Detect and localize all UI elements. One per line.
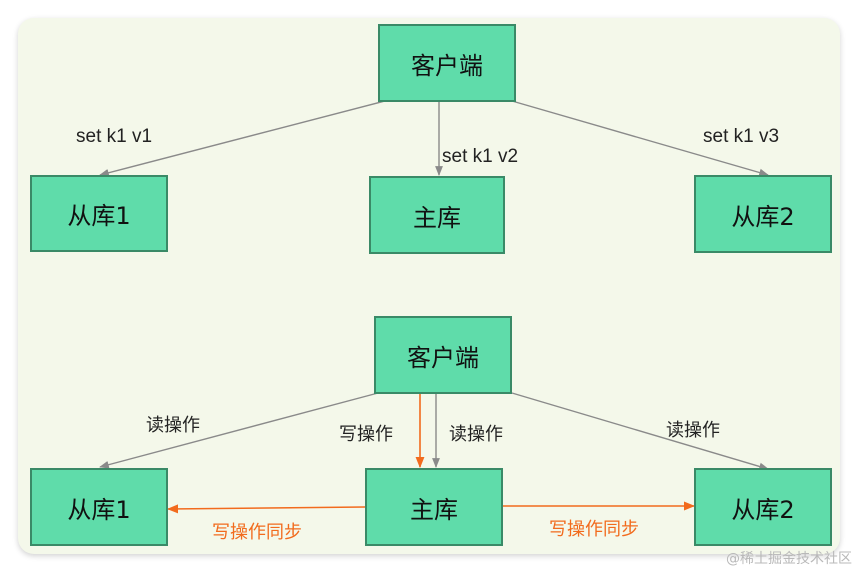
diagram-panel	[18, 18, 840, 554]
bottom-client-node: 客户端	[374, 316, 512, 394]
bottom-label-read-left: 读操作	[146, 415, 200, 436]
edge-top-client-to-slave1	[99, 100, 386, 177]
bottom-slave2-node: 从库2	[694, 468, 832, 546]
watermark-text: @稀土掘金技术社区	[726, 551, 852, 567]
top-label-set-v2: set k1 v2	[442, 146, 519, 167]
top-label-set-v3: set k1 v3	[703, 126, 780, 147]
bottom-label-read-right: 读操作	[666, 420, 720, 441]
top-master-node: 主库	[369, 176, 505, 254]
bottom-label-read-center: 读操作	[449, 424, 503, 445]
edge-bottom-sync-to-slave1	[166, 504, 366, 514]
bottom-master-node: 主库	[365, 468, 503, 546]
bottom-label-sync-right: 写操作同步	[549, 519, 639, 540]
edge-bottom-client-to-slave1	[99, 392, 379, 469]
edge-top-client-to-slave2	[511, 100, 769, 177]
edge-bottom-client-to-slave2	[511, 392, 769, 471]
top-label-set-v1: set k1 v1	[76, 126, 153, 147]
bottom-label-sync-left: 写操作同步	[212, 522, 302, 543]
top-client-node: 客户端	[378, 24, 516, 102]
top-slave2-node: 从库2	[694, 175, 832, 253]
bottom-label-write-center: 写操作	[339, 424, 393, 445]
top-slave1-node: 从库1	[30, 175, 168, 252]
bottom-slave1-node: 从库1	[30, 468, 168, 546]
